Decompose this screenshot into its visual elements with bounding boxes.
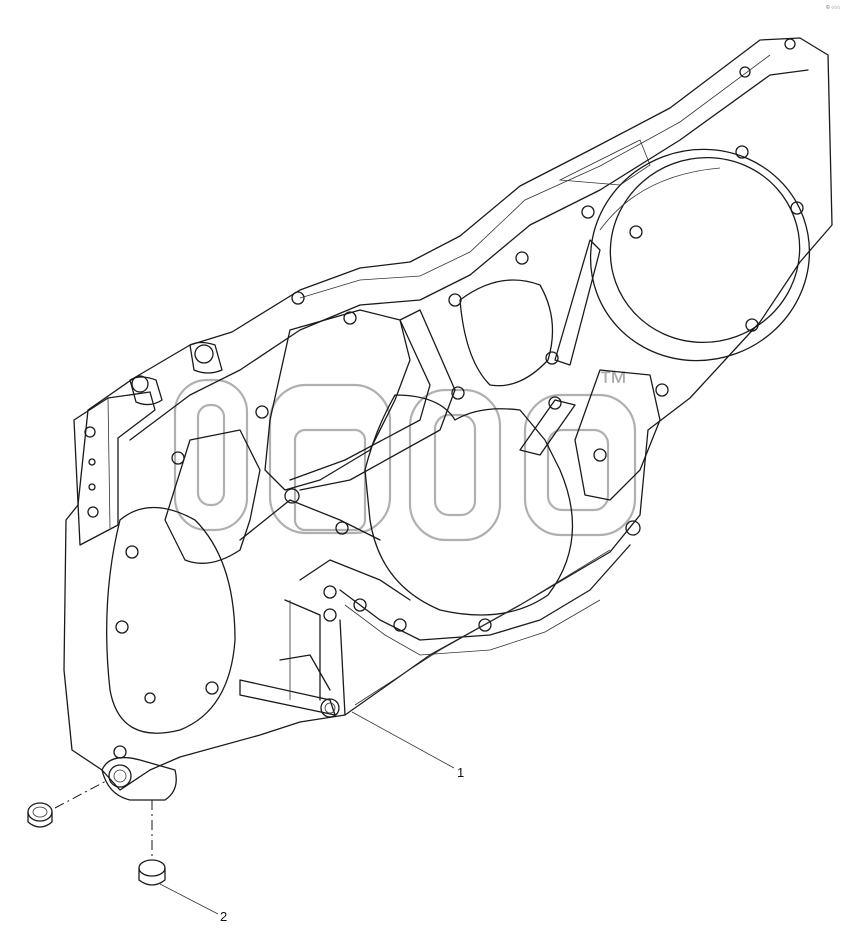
centerline-left-plug [54,779,109,809]
gear-housing-part [63,37,833,801]
callout-label-1: 1 [457,765,464,780]
leader-line-1 [351,711,455,769]
watermark: ™ [173,366,637,542]
callout-label-2: 2 [220,909,227,924]
plug-left [27,802,53,828]
plug-bottom [138,859,166,886]
corner-mark: © ○○○ [826,4,840,11]
leader-line-2 [159,883,219,915]
